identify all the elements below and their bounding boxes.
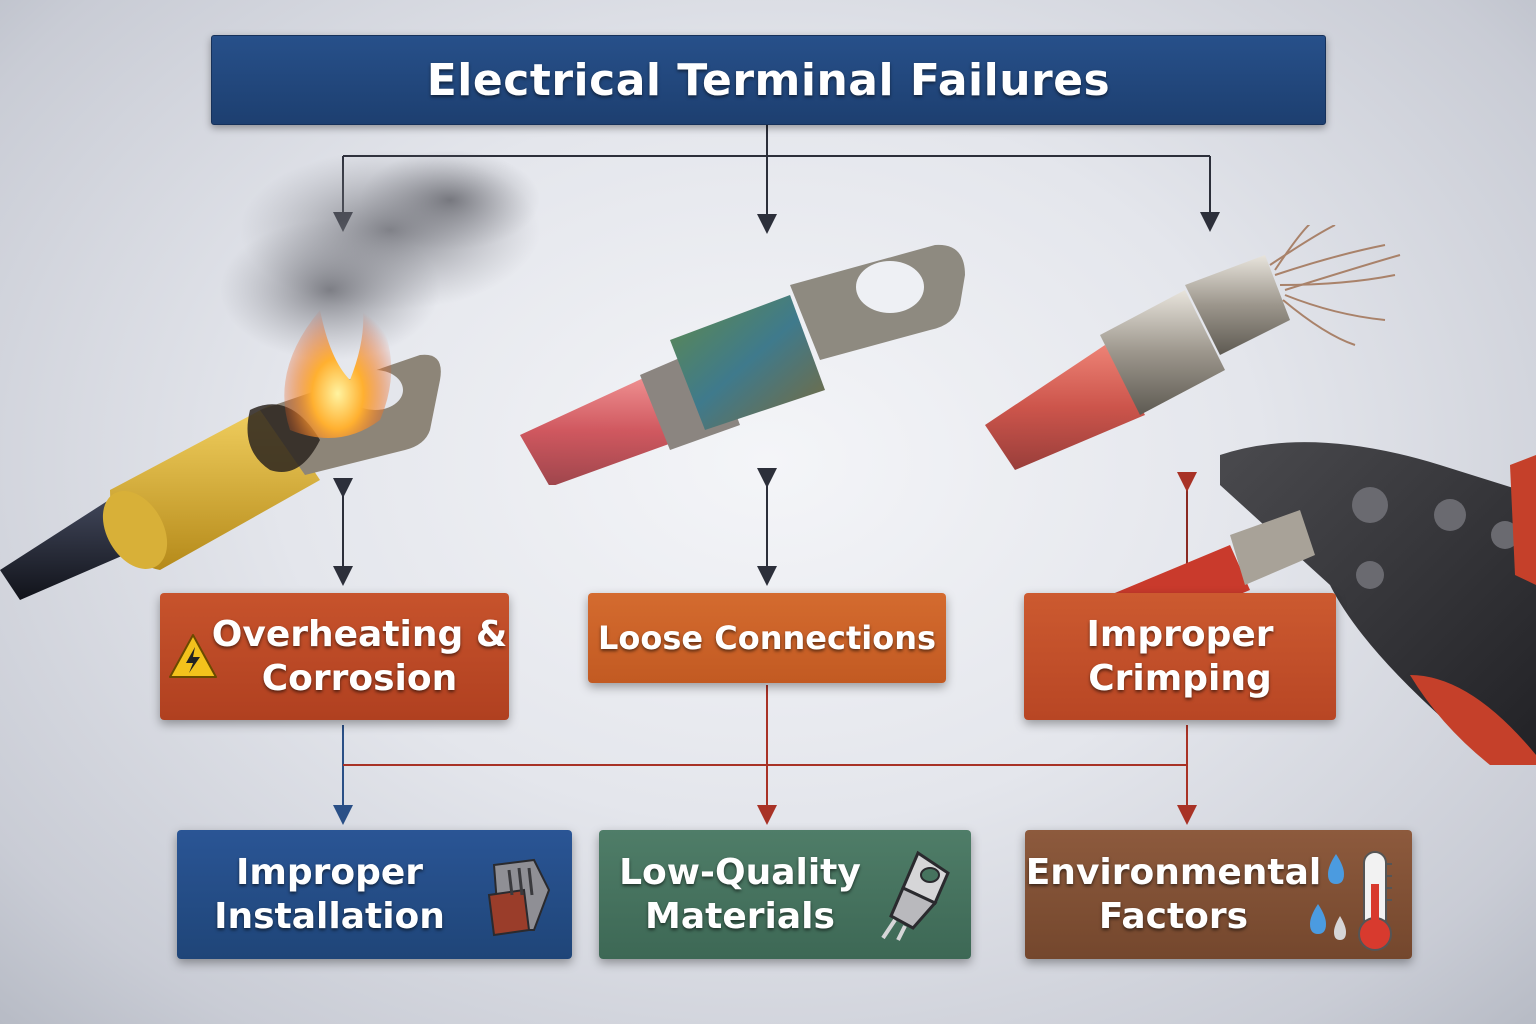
page-title: Electrical Terminal Failures [426, 54, 1111, 106]
factor-low-quality-materials: Low-Quality Materials [599, 830, 971, 959]
corroded-terminal-illustration [520, 244, 965, 485]
cause-label: Improper Crimping [1086, 614, 1274, 699]
factor-environmental-factors: Environmental Factors [1025, 830, 1412, 959]
cause-overheating-corrosion: Overheating & Corrosion [160, 593, 509, 720]
cause-loose-connections: Loose Connections [588, 593, 946, 683]
factor-label: Environmental Factors [1025, 852, 1322, 937]
factor-improper-installation: Improper Installation [177, 830, 572, 959]
warning-lightning-icon [169, 634, 217, 678]
gloves-pliers-icon [487, 858, 551, 937]
factor-label: Improper Installation [214, 852, 445, 937]
terminal-lug-icon [881, 850, 950, 941]
thermometer-water-drops-icon [1310, 851, 1392, 951]
burning-terminal-illustration [0, 150, 540, 600]
cause-improper-crimping: Improper Crimping [1024, 593, 1336, 720]
frayed-crimp-terminal-illustration [985, 225, 1401, 470]
cause-label: Overheating & Corrosion [211, 614, 508, 699]
cause-label: Loose Connections [597, 618, 937, 657]
factor-label: Low-Quality Materials [619, 852, 861, 937]
title-banner: Electrical Terminal Failures [211, 35, 1326, 125]
